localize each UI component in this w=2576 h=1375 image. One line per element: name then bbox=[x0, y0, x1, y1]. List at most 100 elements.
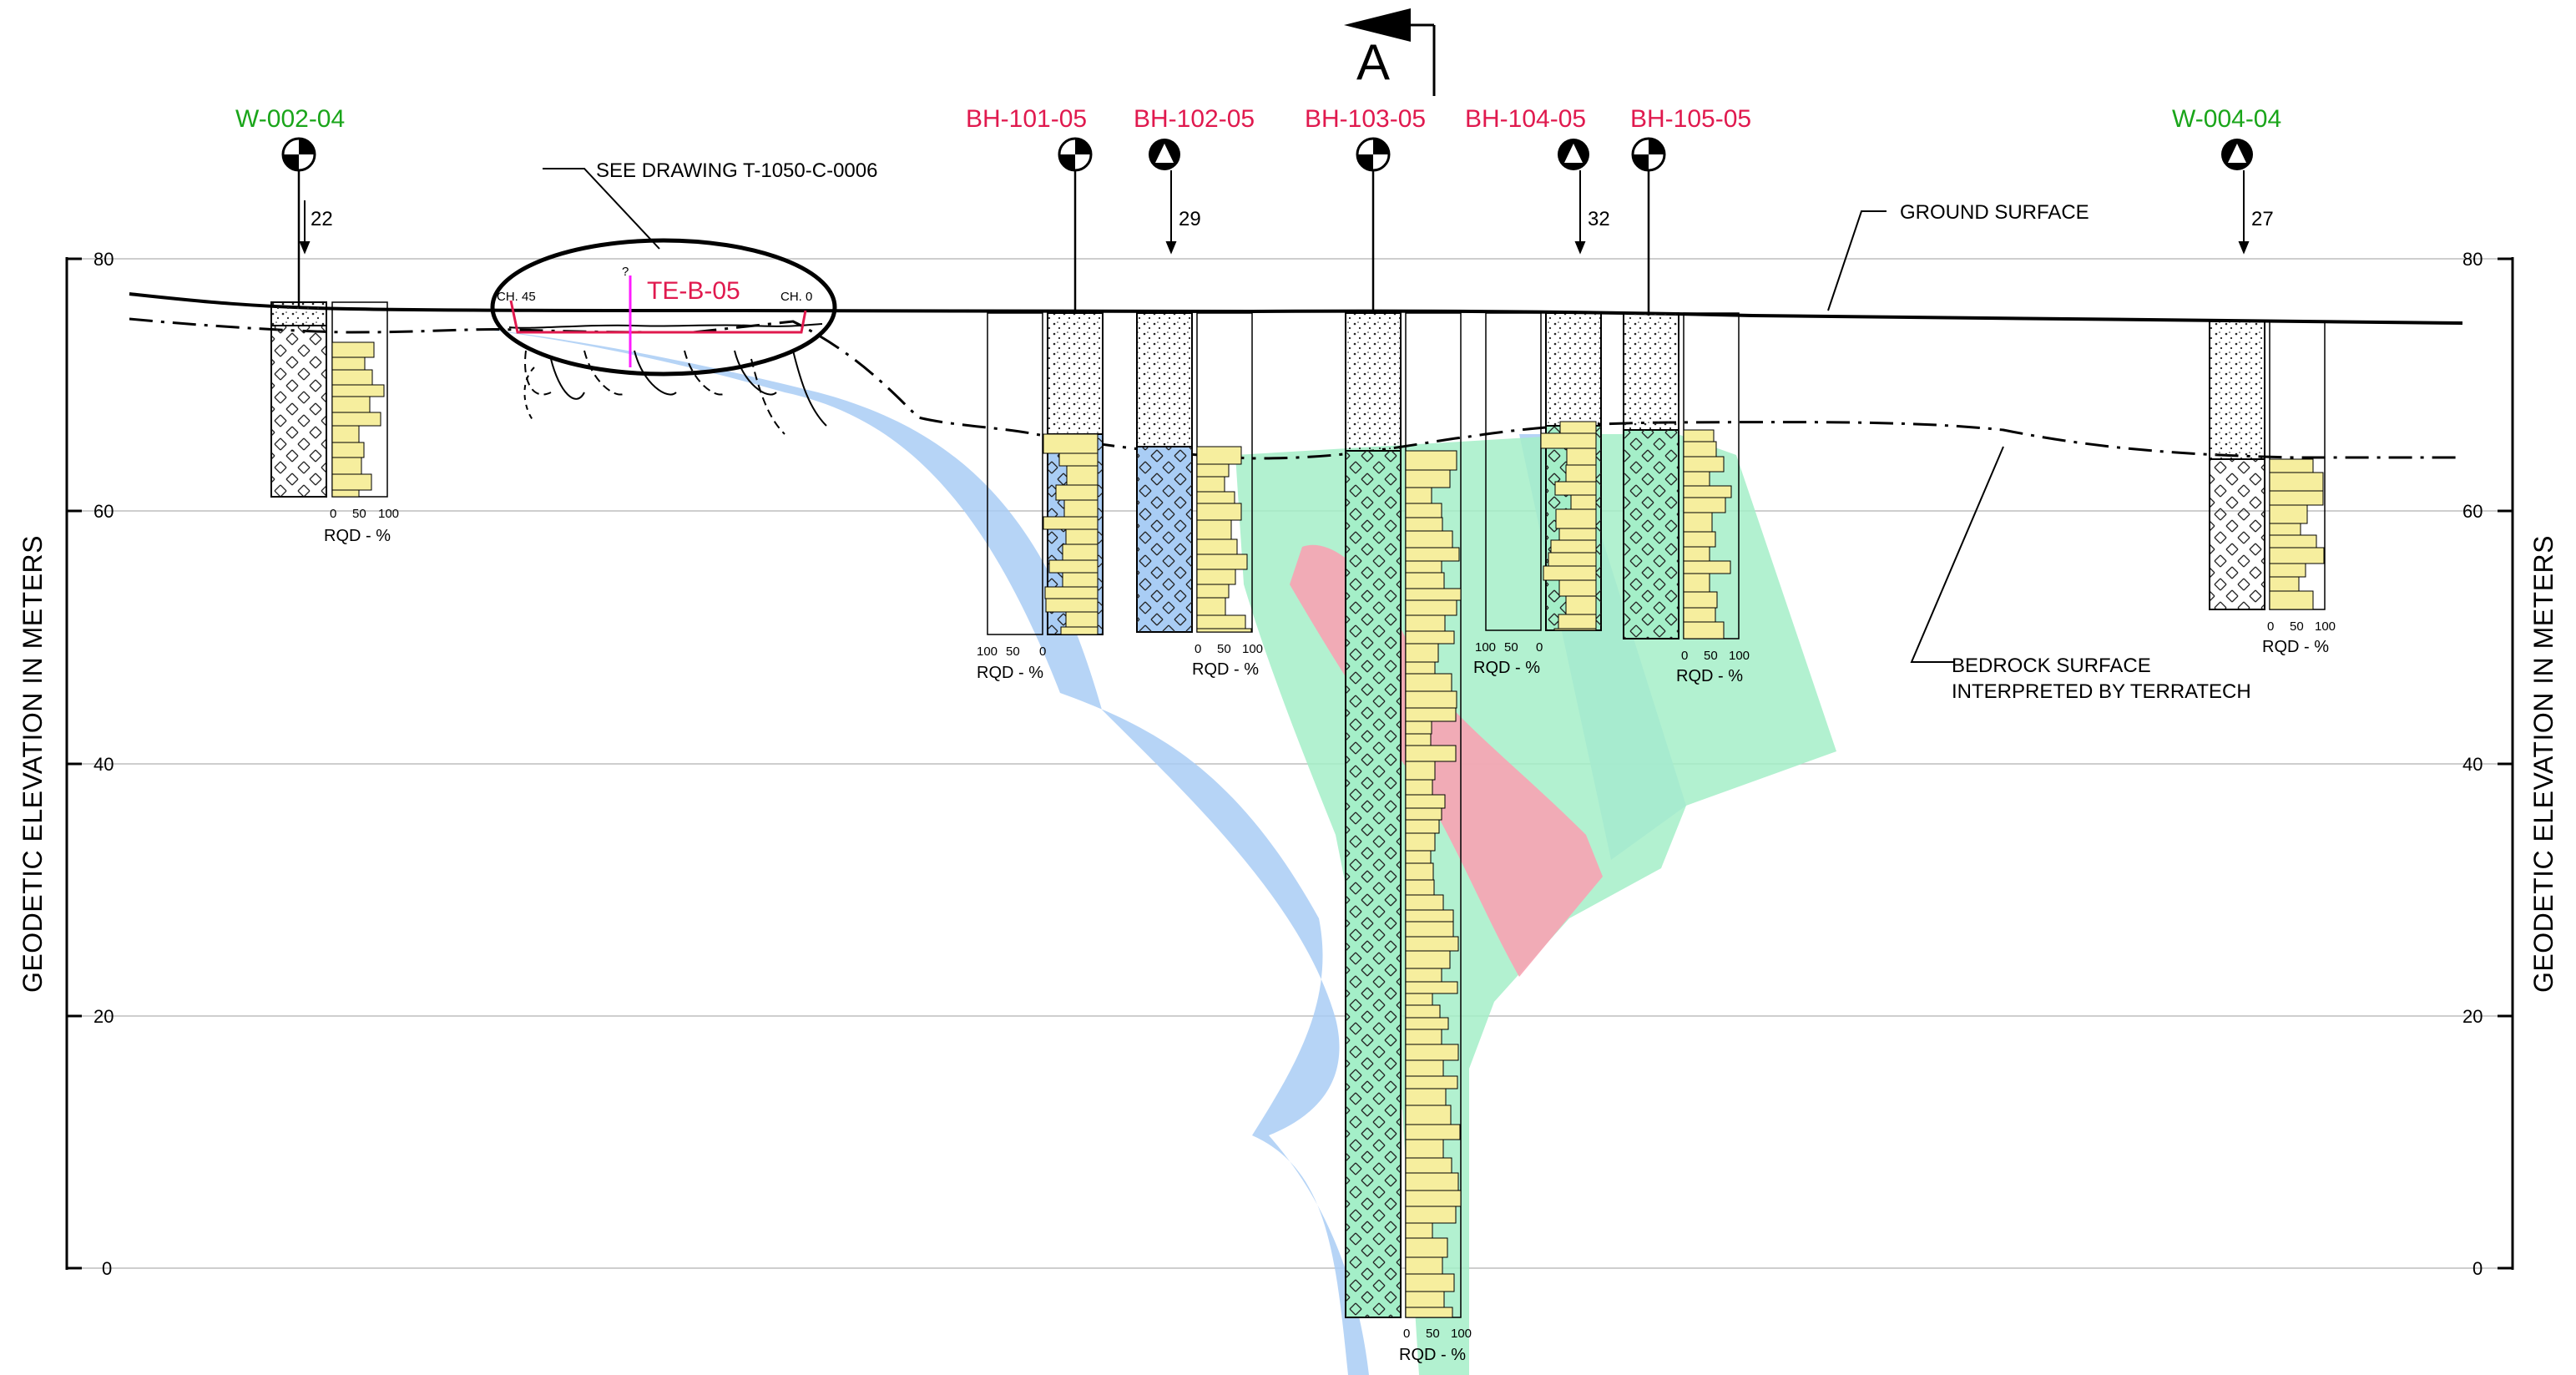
rqd-bar-w-004-04-5 bbox=[2269, 534, 2317, 548]
rqd-scales: 0 50 100 RQD - % 100 50 0 RQD - % 0 50 1… bbox=[324, 507, 2336, 1364]
rqd-bar-bh-104-05-2 bbox=[1566, 447, 1597, 466]
depth-mark-w-002-04: 22 bbox=[311, 208, 333, 230]
rqd-bar-bh-103-05-30 bbox=[1405, 894, 1444, 911]
monitor-well-icon bbox=[281, 137, 316, 309]
rqd-bar-bh-103-05-33 bbox=[1405, 936, 1459, 952]
rqd-bar-bh-103-05-34 bbox=[1405, 950, 1451, 969]
rqd-bar-w-004-04-7 bbox=[2269, 563, 2306, 578]
rqd-bar-bh-103-05-15 bbox=[1405, 673, 1452, 692]
svg-text:0: 0 bbox=[1195, 642, 1201, 656]
borehole-label-bh-102-05: BH-102-05 bbox=[1134, 105, 1255, 133]
trench-profile bbox=[508, 323, 827, 435]
triangle-borehole-icon bbox=[1558, 139, 1589, 170]
rqd-bar-bh-103-05-35 bbox=[1405, 968, 1442, 983]
rqd-bar-bh-102-05-6 bbox=[1196, 538, 1238, 555]
rqd-bar-bh-103-05-3 bbox=[1405, 503, 1442, 518]
svg-text:RQD - %: RQD - % bbox=[1473, 659, 1540, 677]
bedrock-surface-note-1: BEDROCK SURFACE bbox=[1952, 655, 2151, 677]
rqd-bar-bh-103-05-16 bbox=[1405, 690, 1457, 709]
rqd-bar-bh-104-05-8 bbox=[1550, 539, 1597, 554]
svg-text:40: 40 bbox=[2462, 754, 2483, 775]
svg-text:50: 50 bbox=[1217, 642, 1231, 656]
rqd-bar-w-004-04-6 bbox=[2269, 547, 2325, 564]
rqd-bar-bh-104-05-3 bbox=[1565, 464, 1597, 483]
svg-text:0: 0 bbox=[2472, 1258, 2483, 1279]
trench-red-line bbox=[509, 300, 807, 334]
svg-text:100: 100 bbox=[378, 507, 399, 521]
borehole-label-bh-103-05: BH-103-05 bbox=[1305, 105, 1426, 133]
rqd-bar-w-004-04-1 bbox=[2269, 472, 2324, 492]
svg-text:0: 0 bbox=[1681, 649, 1688, 663]
rqd-bar-bh-104-05-1 bbox=[1540, 432, 1597, 449]
svg-text:50: 50 bbox=[1426, 1327, 1440, 1341]
rqd-bar-bh-103-05-22 bbox=[1405, 779, 1433, 796]
see-drawing-leader bbox=[543, 168, 660, 250]
rqd-bar-bh-103-05-40 bbox=[1405, 1029, 1442, 1045]
svg-text:20: 20 bbox=[93, 1006, 114, 1027]
svg-text:RQD - %: RQD - % bbox=[977, 664, 1043, 682]
rqd-bar-bh-103-05-13 bbox=[1405, 643, 1439, 663]
rqd-bar-bh-104-05-7 bbox=[1558, 528, 1597, 541]
rqd-bar-bh-102-05-2 bbox=[1196, 476, 1225, 493]
rqd-bar-bh-103-05-44 bbox=[1405, 1088, 1447, 1106]
borehole-label-bh-105-05: BH-105-05 bbox=[1630, 105, 1751, 133]
rqd-bar-bh-103-05-19 bbox=[1405, 733, 1432, 746]
ground-surface-line bbox=[129, 292, 2463, 325]
rqd-bar-bh-101-05-11 bbox=[1045, 598, 1099, 613]
rqd-bar-bh-102-05-9 bbox=[1196, 584, 1230, 599]
svg-text:60: 60 bbox=[2462, 501, 2483, 522]
svg-text:0: 0 bbox=[330, 507, 336, 521]
rqd-bar-bh-103-05-4 bbox=[1405, 517, 1443, 532]
triangle-borehole-icon bbox=[1149, 139, 1180, 170]
svg-text:0: 0 bbox=[102, 1258, 112, 1279]
rqd-bar-bh-103-05-5 bbox=[1405, 530, 1453, 548]
rqd-bar-w-002-04-3 bbox=[331, 384, 385, 397]
rqd-bar-bh-104-05-11 bbox=[1558, 579, 1597, 597]
rqd-bar-bh-103-05-11 bbox=[1405, 614, 1446, 632]
rqd-bar-bh-103-05-32 bbox=[1405, 921, 1454, 938]
svg-text:100: 100 bbox=[1475, 640, 1496, 655]
rqd-bar-bh-102-05-11 bbox=[1196, 614, 1246, 629]
trench-ch-left: CH. 45 bbox=[497, 290, 536, 304]
rqd-bar-bh-103-05-31 bbox=[1405, 909, 1454, 923]
depth-mark-bh-104-05: 32 bbox=[1588, 208, 1610, 230]
svg-text:40: 40 bbox=[93, 754, 114, 775]
rqd-bar-bh-103-05-21 bbox=[1405, 761, 1436, 781]
bedrock-surface-leader bbox=[1910, 446, 2004, 663]
rqd-bar-bh-103-05-37 bbox=[1405, 993, 1433, 1006]
rqd-bar-bh-104-05-9 bbox=[1548, 552, 1597, 567]
rqd-bar-bh-101-05-7 bbox=[1062, 543, 1099, 561]
svg-text:0: 0 bbox=[1536, 640, 1543, 655]
svg-text:RQD - %: RQD - % bbox=[2262, 638, 2329, 656]
svg-text:RQD - %: RQD - % bbox=[1192, 660, 1259, 679]
monitor-well-icon bbox=[1058, 137, 1093, 313]
rqd-bar-bh-105-05-3 bbox=[1683, 471, 1710, 487]
section-letter: A bbox=[1356, 34, 1390, 90]
rqd-bar-bh-103-05-49 bbox=[1405, 1172, 1459, 1191]
rqd-bar-bh-103-05-42 bbox=[1405, 1059, 1444, 1077]
depth-mark-labels: 22 29 32 27 bbox=[311, 208, 2274, 230]
rqd-bar-bh-103-05-47 bbox=[1405, 1139, 1444, 1159]
trench-ch-right: CH. 0 bbox=[780, 290, 812, 304]
rqd-bar-bh-103-05-14 bbox=[1405, 661, 1436, 675]
rqd-bar-bh-103-05-51 bbox=[1405, 1206, 1457, 1224]
rqd-bar-bh-105-05-12 bbox=[1683, 607, 1716, 623]
rqd-bar-bh-103-05-27 bbox=[1405, 850, 1432, 864]
borehole-label-w-002-04: W-002-04 bbox=[235, 105, 345, 133]
rqd-bar-bh-101-05-2 bbox=[1066, 465, 1099, 486]
rqd-bar-bh-103-05-24 bbox=[1405, 807, 1442, 821]
rqd-bar-bh-103-05-38 bbox=[1405, 1004, 1441, 1019]
svg-text:100: 100 bbox=[977, 645, 998, 659]
rqd-bar-bh-105-05-11 bbox=[1683, 591, 1718, 609]
depth-marks bbox=[299, 170, 2250, 255]
rqd-bar-w-002-04-0 bbox=[331, 341, 375, 358]
rqd-bar-w-002-04-2 bbox=[331, 369, 373, 386]
blue-zone bbox=[467, 327, 1369, 1375]
rqd-bar-bh-105-05-8 bbox=[1683, 546, 1710, 562]
elevation-gridlines bbox=[67, 258, 2513, 1269]
rqd-bar-bh-103-05-25 bbox=[1405, 819, 1440, 834]
rqd-bar-bh-101-05-1 bbox=[1058, 452, 1099, 467]
rqd-bar-bh-103-05-56 bbox=[1405, 1291, 1445, 1308]
rqd-scale-w-004-04: 0 50 100 RQD - % bbox=[2262, 619, 2336, 656]
rqd-bar-bh-102-05-10 bbox=[1196, 597, 1226, 616]
